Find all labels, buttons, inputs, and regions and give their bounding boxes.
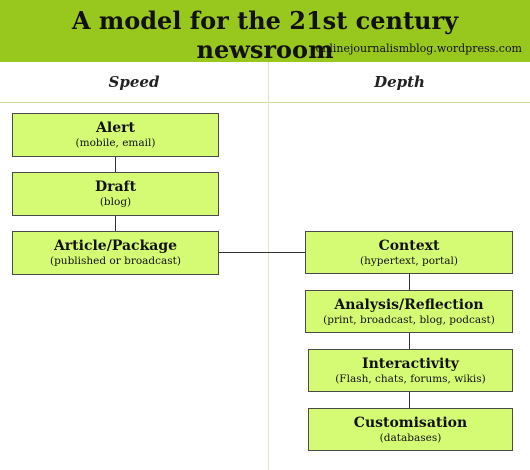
box-title: Interactivity (362, 356, 459, 372)
box-subtitle: (print, broadcast, blog, podcast) (323, 314, 495, 326)
header-banner: A model for the 21st century newsroom on… (0, 0, 530, 64)
box-title: Analysis/Reflection (334, 297, 484, 313)
box-subtitle: (mobile, email) (75, 137, 156, 149)
box-title: Context (378, 238, 440, 254)
box-title: Customisation (353, 415, 468, 431)
box-subtitle: (Flash, chats, forums, wikis) (335, 373, 486, 385)
box-interactivity: Interactivity (Flash, chats, forums, wik… (308, 349, 513, 392)
box-analysis-reflection: Analysis/Reflection (print, broadcast, b… (305, 290, 513, 333)
box-title: Article/Package (53, 238, 178, 254)
box-context: Context (hypertext, portal) (305, 231, 513, 274)
connector-context-analysis (409, 274, 410, 290)
column-heading-depth: Depth (269, 62, 530, 103)
column-divider (268, 62, 269, 470)
box-customisation: Customisation (databases) (308, 408, 513, 451)
connector-interactivity-customisation (409, 392, 410, 408)
source-url: onlinejournalismblog.wordpress.com (315, 42, 522, 55)
box-subtitle: (databases) (379, 432, 442, 444)
box-subtitle: (hypertext, portal) (360, 255, 458, 267)
box-title: Draft (94, 179, 137, 195)
connector-analysis-interactivity (409, 333, 410, 349)
connector-alert-draft (115, 157, 116, 172)
connector-article-context (219, 252, 305, 253)
box-subtitle: (published or broadcast) (49, 255, 181, 267)
page-title: A model for the 21st century newsroom (71, 6, 459, 64)
box-draft: Draft (blog) (12, 172, 219, 216)
box-article-package: Article/Package (published or broadcast) (12, 231, 219, 275)
connector-draft-article (115, 216, 116, 231)
box-subtitle: (blog) (99, 196, 132, 208)
box-alert: Alert (mobile, email) (12, 113, 219, 157)
column-heading-speed: Speed (0, 62, 268, 103)
box-title: Alert (96, 120, 135, 136)
